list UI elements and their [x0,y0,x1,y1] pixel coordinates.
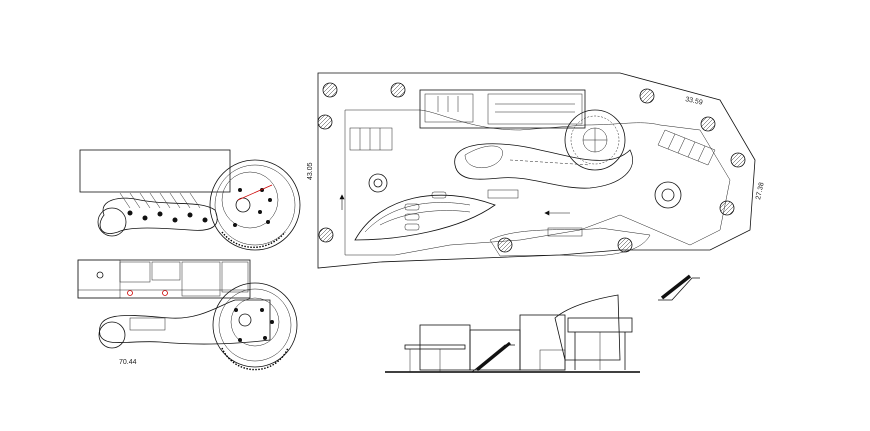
parking-left [349,127,393,151]
fan-plaza [354,194,496,241]
dim-43-05: 43.05 [307,162,314,180]
floor-plan-lower: 70.44 [77,259,298,371]
round-hall-seating [221,171,279,229]
plan-block-rect [79,149,231,193]
rotunda [564,109,626,171]
dim-27-38: 27.38 [755,182,766,201]
round-room [97,207,127,237]
plan-lower-block [77,259,251,299]
stair-hatch [119,192,201,209]
floor-plan-upper [79,149,301,251]
central-walkway [454,143,633,189]
site-boundary [317,72,756,269]
stair-lower [129,317,166,331]
trees [317,82,746,253]
site-plan: 33.59 43.05 27.38 [307,72,766,269]
round-hall-outer [209,159,301,251]
dim-33-59: 33.59 [685,96,704,107]
escalator-symbol [658,274,700,301]
dim-70-44: 70.44 [119,359,137,366]
round-hall-lower [212,282,298,368]
building-elevation [385,294,640,373]
parking-right [657,129,716,166]
main-building [419,89,586,129]
